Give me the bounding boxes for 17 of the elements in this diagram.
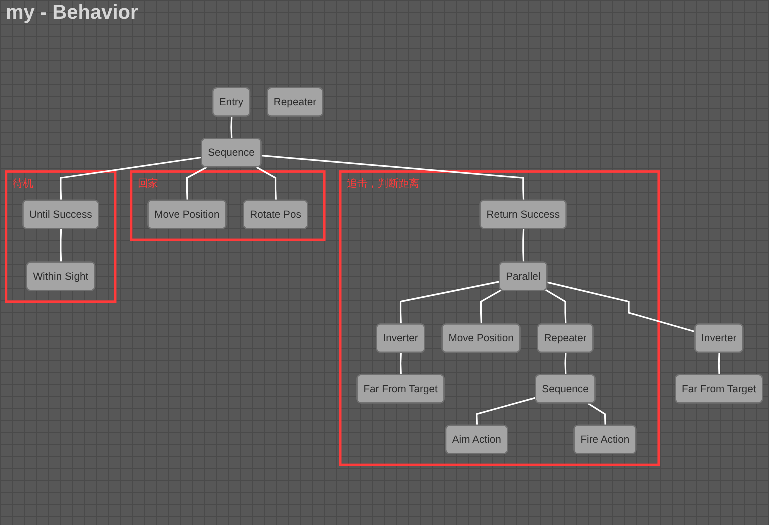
connector — [718, 352, 720, 376]
connector — [230, 116, 233, 140]
connector — [262, 155, 525, 201]
diagram-title: my - Behavior — [6, 2, 138, 25]
connector — [522, 229, 525, 263]
connector — [400, 281, 500, 325]
connector — [547, 282, 696, 333]
connector — [546, 290, 567, 325]
connector — [60, 156, 202, 201]
connector — [564, 352, 567, 376]
connector — [256, 166, 277, 201]
connector — [60, 229, 62, 263]
connector — [476, 397, 536, 426]
connector — [186, 166, 208, 201]
connector — [588, 402, 606, 426]
connector — [400, 352, 402, 376]
connector — [480, 290, 502, 325]
